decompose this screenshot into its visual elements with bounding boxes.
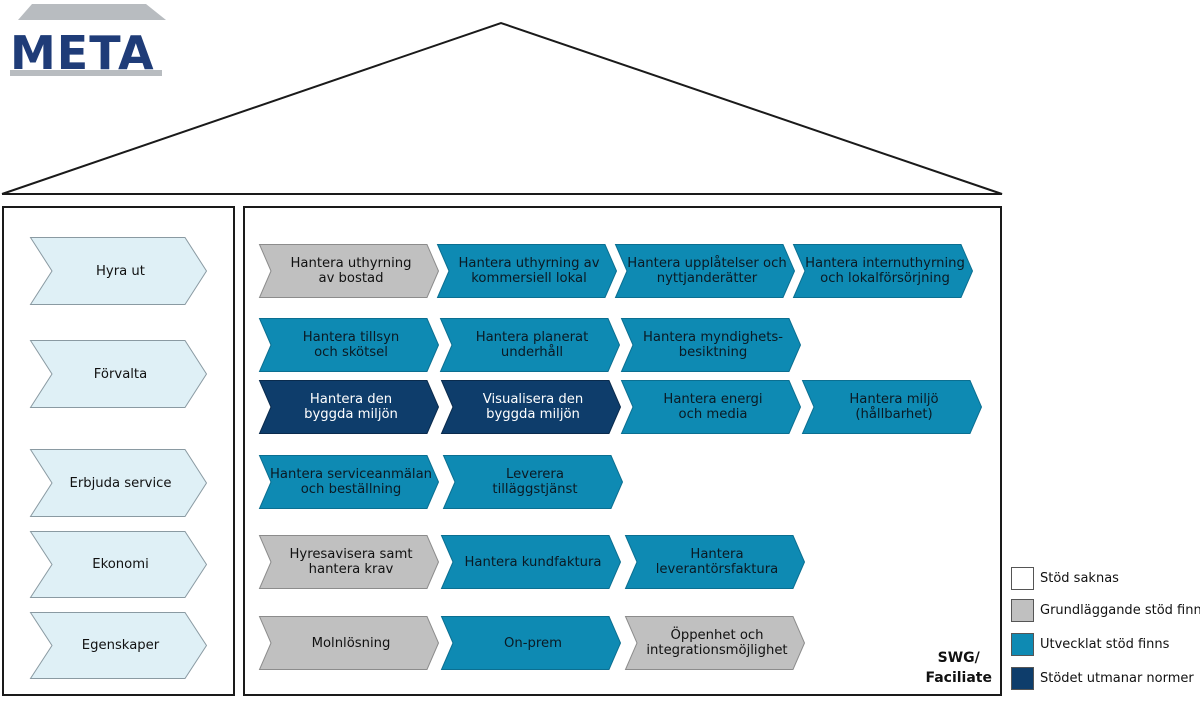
system-label: SWG/ Faciliate [925,648,992,688]
process-p4-shape [792,244,974,298]
category-forvalta-label: Förvalta [93,366,148,382]
process-p5-label: Hantera tillsyn och skötsel [302,330,400,360]
process-p5-shape [258,318,440,372]
process-p11-label: Hantera miljö (hållbarhet) [849,392,939,422]
process-p12: Hantera serviceanmälan och beställning [258,455,440,509]
process-p6-shape [439,318,621,372]
process-p19-label: Öppenhet och integrationsmöjlighet [646,628,788,658]
process-p13-shape [442,455,624,509]
legend-swatch [1011,667,1034,690]
process-p9: Visualisera den byggda miljön [440,380,622,434]
process-p12-label: Hantera serviceanmälan och beställning [269,467,433,497]
process-p13-label: Leverera tilläggstjänst [492,467,578,497]
category-ekonomi: Ekonomi [29,531,208,598]
process-panel: SWG/ Faciliate [243,206,1002,696]
legend-item-challenges: Stödet utmanar normer [1011,667,1194,690]
meta-logo: META [10,4,168,78]
category-forvalta: Förvalta [29,340,208,408]
category-egenskaper-shape [29,612,208,679]
process-p14-label: Hyresavisera samt hantera krav [289,547,413,577]
process-p7: Hantera myndighets- besiktning [620,318,802,372]
legend-label: Stöd saknas [1040,571,1119,586]
category-hyra-ut-shape [29,237,208,305]
process-p4: Hantera internuthyrning och lokalförsörj… [792,244,974,298]
process-p11: Hantera miljö (hållbarhet) [801,380,983,434]
process-p18: On-prem [440,616,622,670]
legend-swatch [1011,633,1034,656]
process-p3: Hantera upplåtelser och nyttjanderätter [614,244,796,298]
category-erbjuda-service-shape [29,449,208,517]
process-p8-label: Hantera den byggda miljön [304,392,398,422]
process-p6: Hantera planerat underhåll [439,318,621,372]
process-p3-label: Hantera upplåtelser och nyttjanderätter [627,256,787,286]
process-p13: Leverera tilläggstjänst [442,455,624,509]
process-p19-shape [624,616,806,670]
legend-item-basic: Grundläggande stöd finns [1011,599,1200,622]
process-p10-label: Hantera energi och media [663,392,763,422]
process-p1-label: Hantera uthyrning av bostad [290,256,412,286]
category-forvalta-shape [29,340,208,408]
category-panel [2,206,235,696]
process-p3-shape [614,244,796,298]
category-egenskaper-label: Egenskaper [81,638,160,653]
process-p19: Öppenhet och integrationsmöjlighet [624,616,806,670]
process-p5: Hantera tillsyn och skötsel [258,318,440,372]
process-p18-label: On-prem [504,635,562,651]
process-p16: Hantera leverantörsfaktura [624,535,806,589]
process-p16-label: Hantera leverantörsfaktura [655,547,779,577]
logo-roof-icon [10,4,166,76]
house-roof [1,21,1003,195]
category-erbjuda-service: Erbjuda service [29,449,208,517]
legend-label: Grundläggande stöd finns [1040,603,1200,618]
category-egenskaper: Egenskaper [29,612,208,679]
process-p15: Hantera kundfaktura [440,535,622,589]
process-p2: Hantera uthyrning av kommersiell lokal [436,244,618,298]
legend-item-developed: Utvecklat stöd finns [1011,633,1169,656]
process-p14-shape [258,535,440,589]
process-p7-shape [620,318,802,372]
legend-label: Stödet utmanar normer [1040,671,1194,686]
category-ekonomi-label: Ekonomi [92,557,149,572]
process-p8: Hantera den byggda miljön [258,380,440,434]
process-p18-shape [440,616,622,670]
process-p6-label: Hantera planerat underhåll [475,330,589,360]
logo-text: META [10,26,155,80]
process-p12-shape [258,455,440,509]
process-p17-shape [258,616,440,670]
process-p4-label: Hantera internuthyrning och lokalförsörj… [805,256,965,286]
system-label-line1: SWG/ [937,650,980,666]
process-p7-label: Hantera myndighets- besiktning [642,330,784,360]
process-p15-shape [440,535,622,589]
process-p10-shape [620,380,802,434]
legend-swatch [1011,567,1034,590]
process-p17-label: Molnlösning [311,635,391,651]
process-p15-label: Hantera kundfaktura [464,554,602,570]
legend-item-none: Stöd saknas [1011,567,1119,590]
category-ekonomi-shape [29,531,208,598]
legend-swatch [1011,599,1034,622]
category-hyra-ut-label: Hyra ut [96,263,145,279]
category-erbjuda-service-label: Erbjuda service [69,475,172,491]
process-p11-shape [801,380,983,434]
process-p8-shape [258,380,440,434]
process-p2-shape [436,244,618,298]
category-hyra-ut: Hyra ut [29,237,208,305]
process-p10: Hantera energi och media [620,380,802,434]
system-label-line2: Faciliate [925,670,992,686]
process-p2-label: Hantera uthyrning av kommersiell lokal [458,256,600,286]
process-p9-label: Visualisera den byggda miljön [482,392,584,422]
process-p14: Hyresavisera samt hantera krav [258,535,440,589]
process-p16-shape [624,535,806,589]
legend-label: Utvecklat stöd finns [1040,637,1170,652]
process-p17: Molnlösning [258,616,440,670]
process-p1: Hantera uthyrning av bostad [258,244,440,298]
process-p9-shape [440,380,622,434]
process-p1-shape [258,244,440,298]
